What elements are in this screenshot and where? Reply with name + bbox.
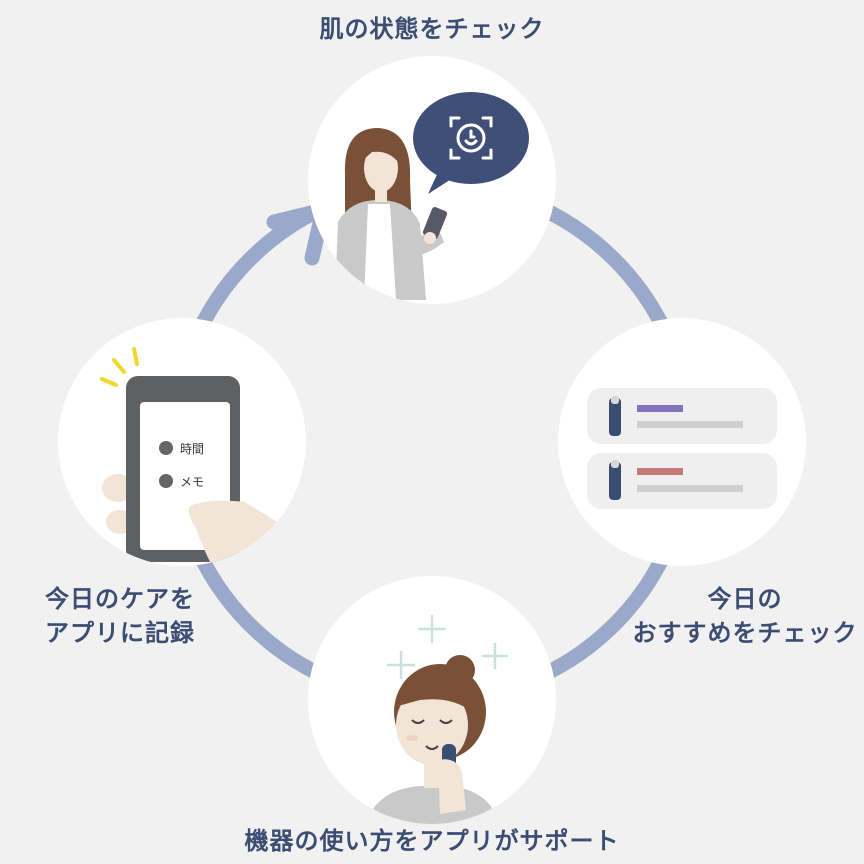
skincare-device-icon (609, 396, 621, 436)
node-record-care: 時間 メモ (58, 318, 306, 566)
bar-gray-2 (637, 485, 743, 492)
svg-text:メモ: メモ (180, 475, 204, 489)
recommend-card-2 (587, 453, 777, 509)
bar-purple (637, 405, 683, 412)
skincare-device-icon (609, 460, 621, 500)
label-record-care: 今日のケアを アプリに記録 (45, 585, 195, 647)
label-recommendation: 今日の おすすめをチェック (632, 585, 858, 647)
node-device-support (308, 576, 556, 824)
bar-gray-1 (637, 421, 743, 428)
attention-marks-icon (100, 347, 139, 387)
phone-item-time: 時間 (159, 441, 204, 456)
speech-bubble (413, 92, 529, 194)
node-check-skin (308, 56, 556, 304)
recommend-card-1 (587, 388, 777, 444)
face-scan-icon (449, 116, 493, 160)
sparkle-icon (386, 614, 509, 680)
label-check-skin: 肌の状態をチェック (319, 15, 545, 43)
phone-item-memo: メモ (159, 474, 204, 489)
bar-red (637, 468, 683, 475)
label-device-support: 機器の使い方をアプリがサポート (244, 827, 620, 855)
svg-text:時間: 時間 (180, 442, 204, 456)
node-recommendation (558, 318, 806, 566)
